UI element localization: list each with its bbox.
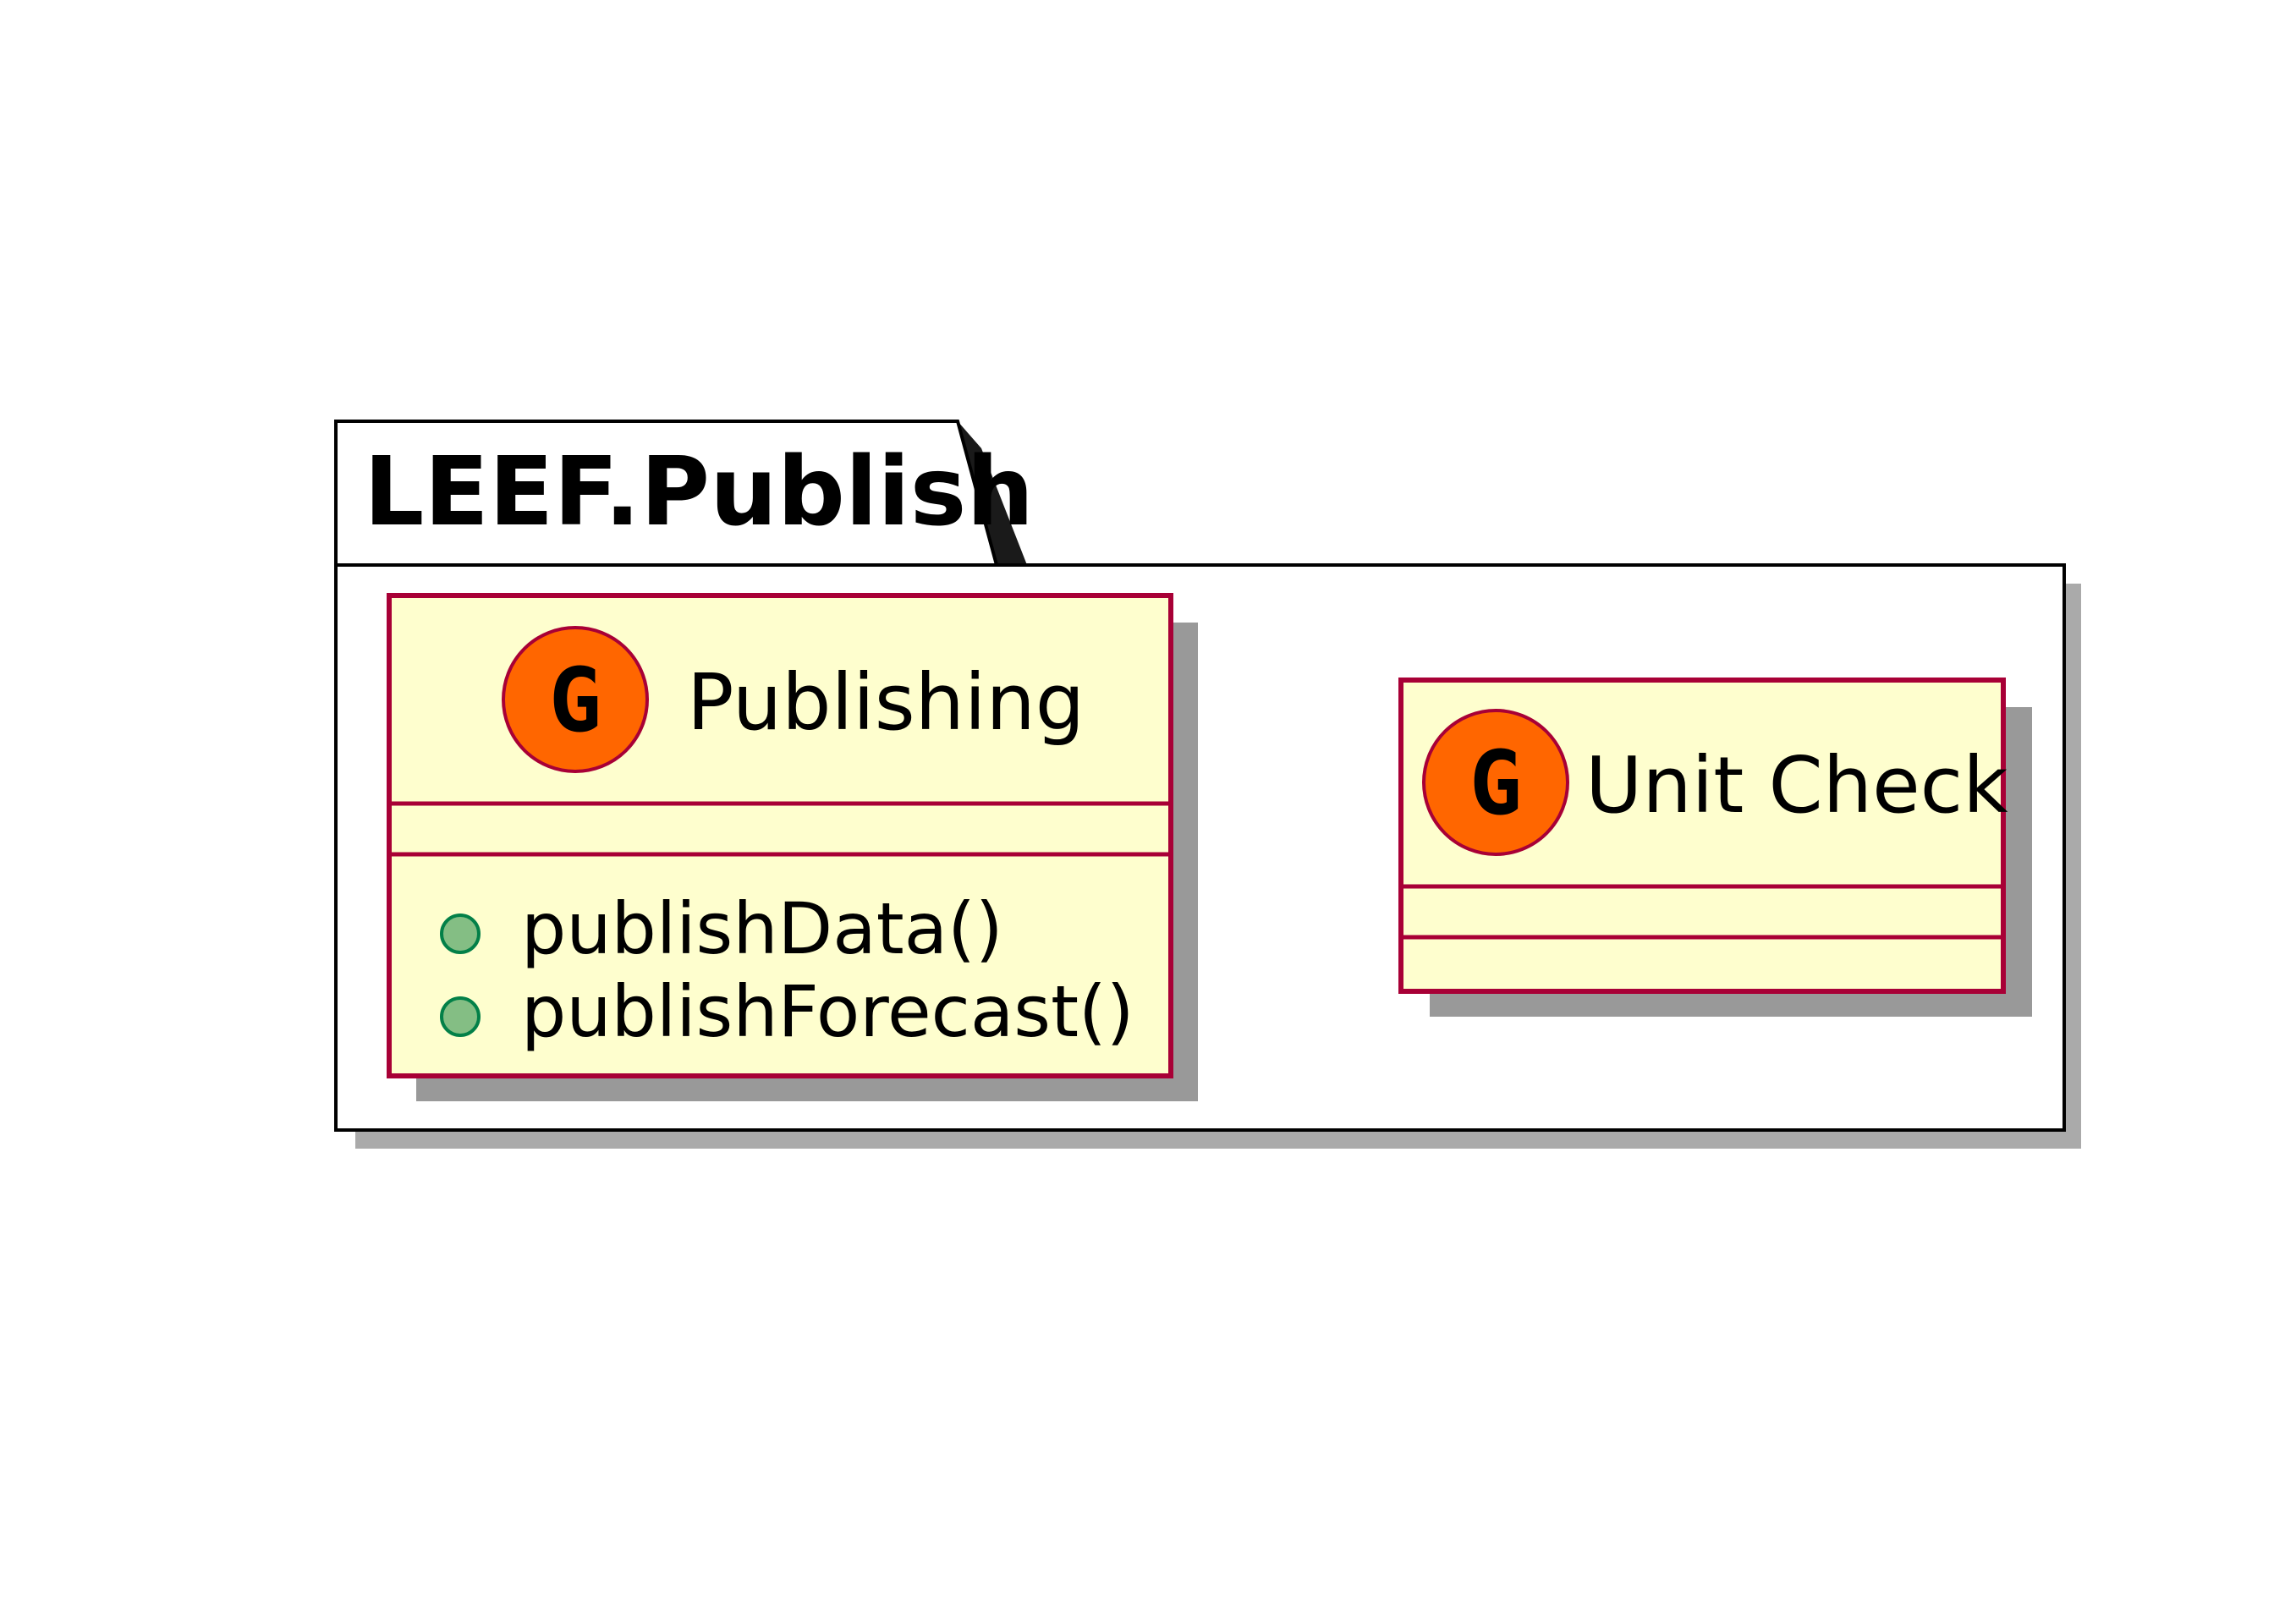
class-unit-check[interactable]: G Unit Check: [1398, 678, 2032, 1017]
class-name: Unit Check: [1585, 740, 2008, 831]
svg-text:G: G: [1469, 732, 1523, 835]
package-title: LEEF.Publish: [364, 437, 1034, 547]
class-publishing[interactable]: G Publishing publishData() publishForeca…: [387, 593, 1198, 1101]
public-visibility-icon: [440, 914, 481, 954]
stereotype-g-icon: G: [1422, 709, 1569, 856]
public-visibility-icon: [440, 996, 481, 1037]
package-tab-edge: [958, 421, 1027, 565]
method-label: publishData(): [521, 887, 1003, 970]
svg-text:G: G: [549, 649, 602, 752]
class-name: Publishing: [687, 657, 1085, 748]
stereotype-g-icon: G: [502, 626, 649, 773]
method-row[interactable]: publishData(): [440, 887, 1003, 970]
method-row[interactable]: publishForecast(): [440, 970, 1134, 1053]
method-label: publishForecast(): [521, 970, 1134, 1053]
